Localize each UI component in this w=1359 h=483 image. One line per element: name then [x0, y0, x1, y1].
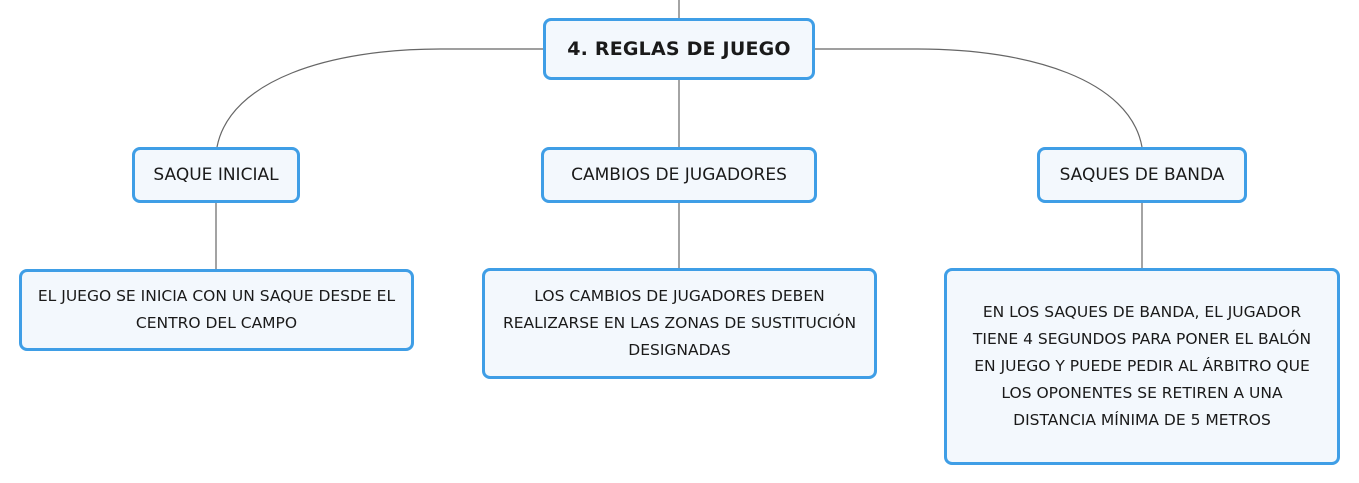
- subtopic-saque-inicial-detail[interactable]: EL JUEGO SE INICIA CON UN SAQUE DESDE EL…: [19, 269, 414, 351]
- connector-root-saques-banda: [815, 48, 1143, 148]
- root-topic-label: 4. REGLAS DE JUEGO: [567, 38, 791, 60]
- topic-saque-inicial[interactable]: SAQUE INICIAL: [132, 147, 300, 203]
- subtopic-text: LOS CAMBIOS DE JUGADORES DEBEN REALIZARS…: [502, 287, 857, 359]
- topic-label: SAQUES DE BANDA: [1059, 165, 1225, 185]
- subtopic-text: EL JUEGO SE INICIA CON UN SAQUE DESDE EL…: [37, 287, 396, 332]
- subtopic-text: EN LOS SAQUES DE BANDA, EL JUGADOR TIENE…: [972, 303, 1312, 429]
- topic-label: CAMBIOS DE JUGADORES: [571, 165, 787, 185]
- topic-cambios-de-jugadores[interactable]: CAMBIOS DE JUGADORES: [541, 147, 817, 203]
- topic-label: SAQUE INICIAL: [153, 165, 279, 185]
- topic-saques-de-banda[interactable]: SAQUES DE BANDA: [1037, 147, 1247, 203]
- subtopic-saques-de-banda-detail[interactable]: EN LOS SAQUES DE BANDA, EL JUGADOR TIENE…: [944, 268, 1340, 465]
- root-topic[interactable]: 4. REGLAS DE JUEGO: [543, 18, 815, 80]
- connector-root-saque-inicial: [216, 48, 543, 148]
- subtopic-cambios-detail[interactable]: LOS CAMBIOS DE JUGADORES DEBEN REALIZARS…: [482, 268, 877, 379]
